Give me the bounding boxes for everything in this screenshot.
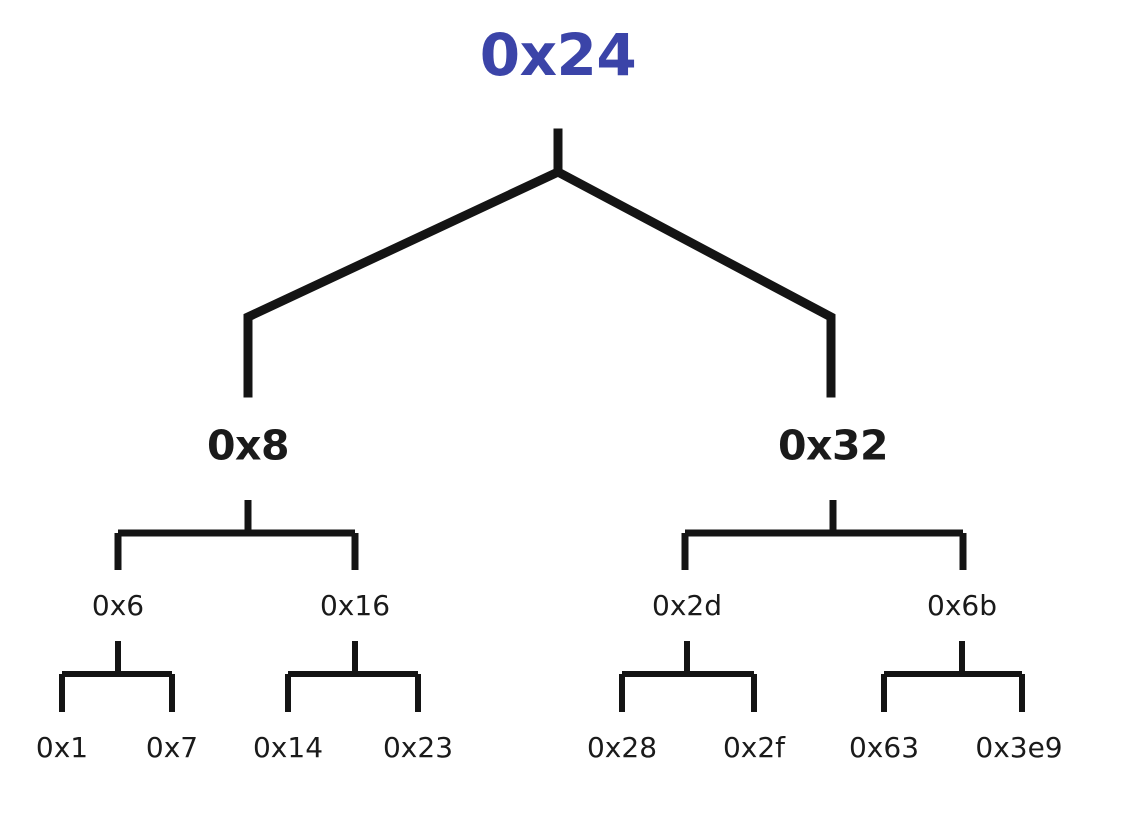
edge-root-to-0x8 xyxy=(243,166,564,398)
tree-node-level2-1: 0x6 xyxy=(91,589,145,622)
tree-leaf-4: 0x23 xyxy=(382,731,454,764)
edge-root-to-0x32 xyxy=(551,165,836,398)
tree-leaf-3: 0x14 xyxy=(252,731,324,764)
tree-leaf-1: 0x1 xyxy=(35,731,89,764)
tree-root-node: 0x24 xyxy=(479,21,637,89)
tree-leaf-5: 0x28 xyxy=(586,731,658,764)
tree-node-level2-2: 0x16 xyxy=(319,589,391,622)
tree-leaf-6: 0x2f xyxy=(722,731,786,764)
tree-node-level2-4: 0x6b xyxy=(927,589,997,622)
tree-leaf-2: 0x7 xyxy=(145,731,199,764)
tree-leaf-7: 0x63 xyxy=(848,731,920,764)
tree-node-level1-right: 0x32 xyxy=(777,421,889,470)
tree-node-level2-3: 0x2d xyxy=(652,589,722,622)
tree-leaf-8: 0x3e9 xyxy=(975,731,1063,764)
tree-node-level1-left: 0x8 xyxy=(206,421,290,470)
